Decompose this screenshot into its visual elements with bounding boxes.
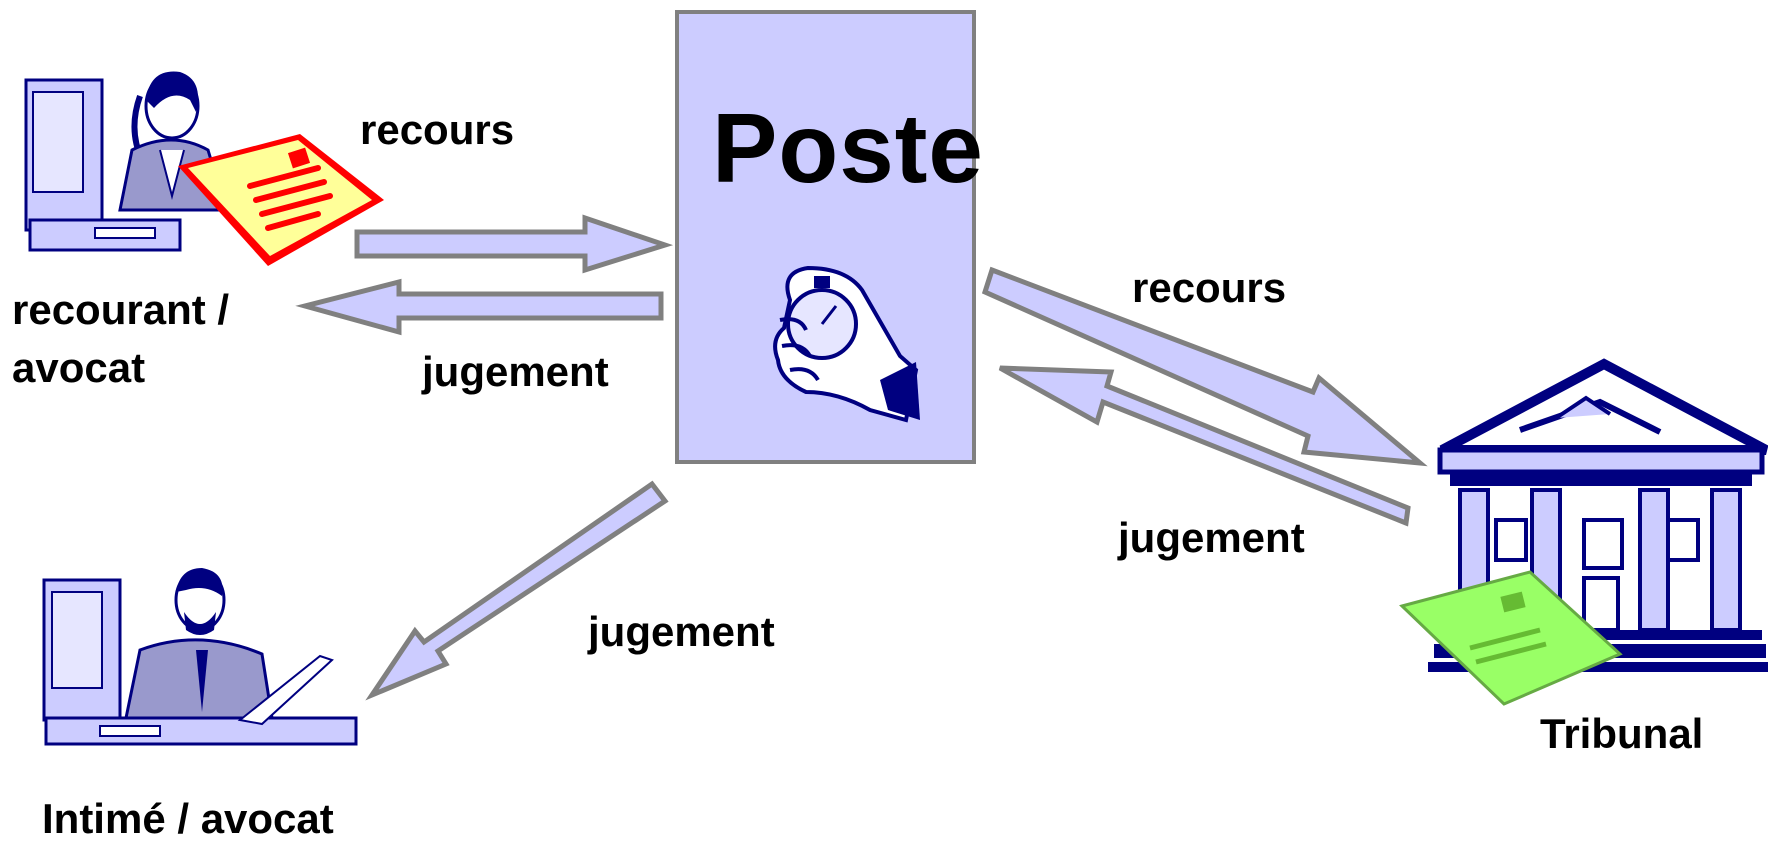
- stopwatch-hand-icon: [773, 265, 920, 423]
- arrow-poste-to-tribunal: [981, 266, 1428, 467]
- edge-label-jugement-1: jugement: [422, 348, 609, 395]
- node-label-recourant-line2: avocat: [12, 344, 146, 391]
- poste-label: Poste: [712, 93, 984, 203]
- edge-label-recours-1: recours: [360, 106, 515, 153]
- woman-at-computer-icon: [24, 71, 384, 266]
- arrow-tribunal-to-poste: [998, 365, 1411, 527]
- arrow-poste-to-intime: [365, 480, 669, 701]
- node-label-tribunal: Tribunal: [1540, 710, 1704, 757]
- arrow-recourant-to-poste: [354, 214, 674, 274]
- edge-label-recours-2: recours: [1132, 264, 1287, 311]
- node-label-recourant-line1: recourant /: [12, 286, 230, 333]
- courthouse-icon: [1399, 358, 1768, 706]
- node-label-intime: Intimé / avocat: [42, 795, 334, 842]
- arrow-poste-to-recourant: [295, 278, 664, 336]
- edge-label-jugement-2: jugement: [1118, 514, 1305, 561]
- edge-label-jugement-3: jugement: [588, 608, 775, 655]
- man-at-computer-icon: [42, 568, 358, 746]
